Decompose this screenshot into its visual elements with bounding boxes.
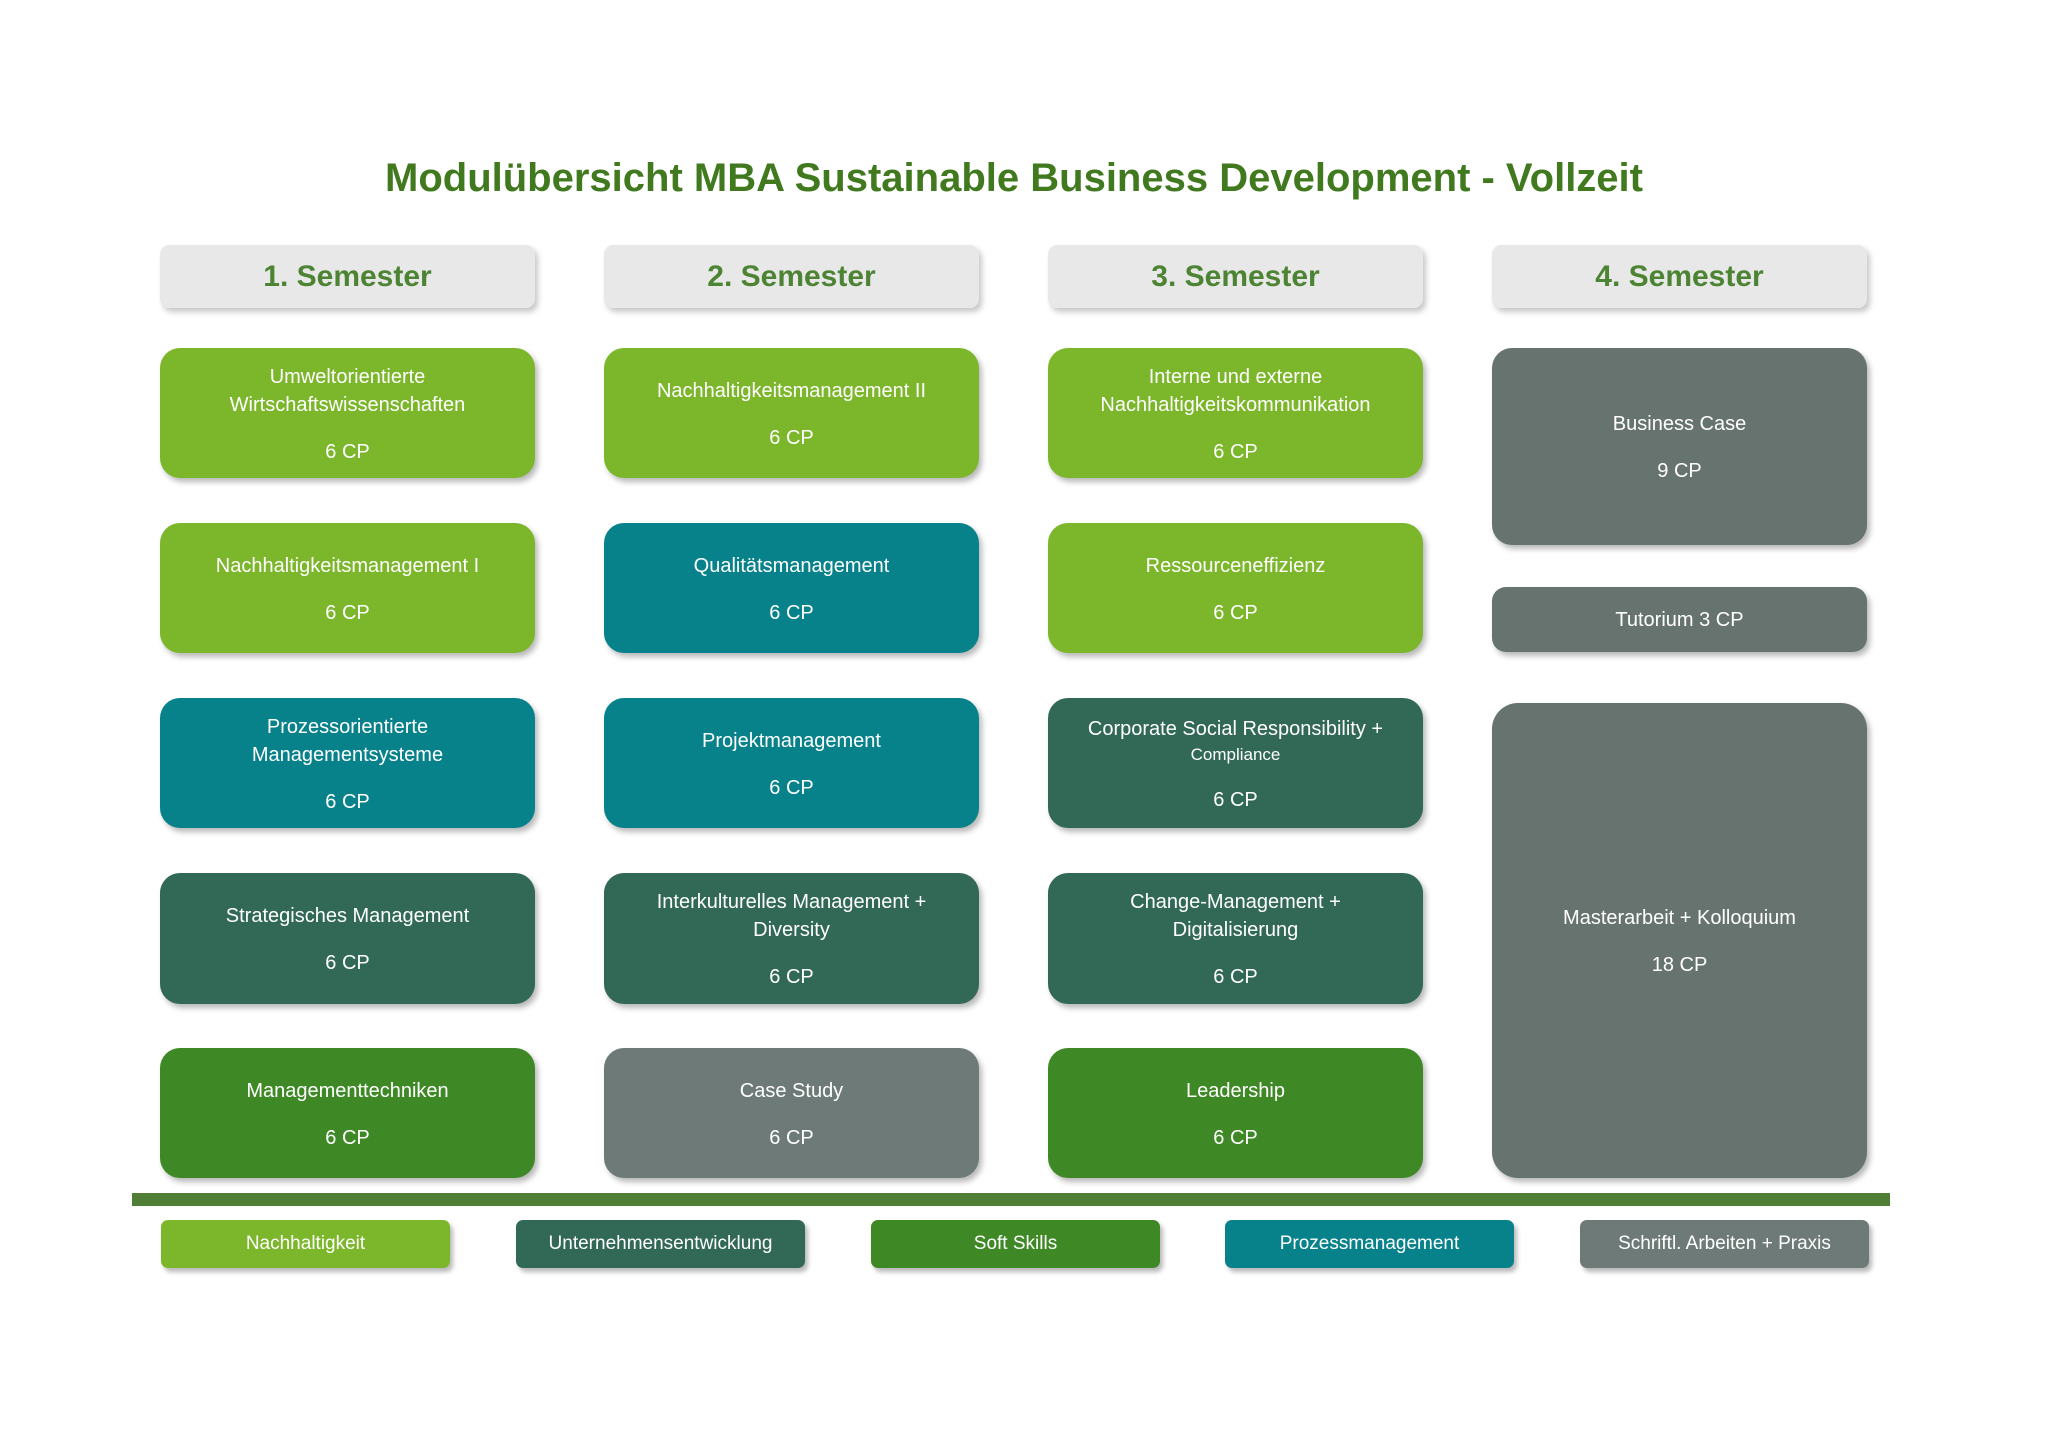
- legend-item-unternehmensentwicklung: Unternehmensentwicklung: [516, 1220, 805, 1268]
- legend-item-prozessmanagement: Prozessmanagement: [1225, 1220, 1514, 1268]
- module-credits: 6 CP: [325, 601, 370, 624]
- module-card: Qualitätsmanagement 6 CP: [604, 523, 979, 653]
- module-credits: 6 CP: [325, 1126, 370, 1149]
- module-card: Nachhaltigkeitsmanagement II 6 CP: [604, 348, 979, 478]
- module-credits: 6 CP: [769, 776, 814, 799]
- module-title: Qualitätsmanagement: [693, 554, 890, 577]
- legend-divider: [132, 1193, 1890, 1206]
- semester-header-4: 4. Semester: [1492, 245, 1867, 308]
- module-credits: 6 CP: [1213, 1126, 1258, 1149]
- module-credits: 6 CP: [769, 966, 814, 988]
- legend-item-nachhaltigkeit: Nachhaltigkeit: [161, 1220, 450, 1268]
- module-card: Umweltorientierte Wirtschaftswissenschaf…: [160, 348, 535, 478]
- module-credits: 6 CP: [1213, 601, 1258, 624]
- module-card: Interkulturelles Management + Diversity …: [604, 873, 979, 1004]
- module-title: Projektmanagement: [702, 729, 881, 752]
- module-credits: 6 CP: [325, 440, 370, 463]
- module-credits: 6 CP: [1213, 788, 1258, 811]
- module-card: Ressourceneffizienz 6 CP: [1048, 523, 1423, 653]
- module-title: Masterarbeit + Kolloquium: [1563, 907, 1796, 929]
- module-card: Nachhaltigkeitsmanagement I 6 CP: [160, 523, 535, 653]
- module-credits: 9 CP: [1657, 460, 1702, 482]
- module-card: Interne und externe Nachhaltigkeitskommu…: [1048, 348, 1423, 478]
- module-card: Managementtechniken 6 CP: [160, 1048, 535, 1178]
- module-title: Case Study: [739, 1079, 844, 1102]
- semester-header-1: 1. Semester: [160, 245, 535, 308]
- module-credits: 6 CP: [325, 952, 370, 974]
- module-title: Managementtechniken: [246, 1079, 449, 1102]
- module-credits: 6 CP: [769, 426, 814, 449]
- module-title: Umweltorientierte Wirtschaftswissenschaf…: [229, 365, 466, 416]
- module-title: Nachhaltigkeitsmanagement II: [656, 379, 927, 402]
- module-title: Leadership: [1186, 1079, 1285, 1102]
- module-title: Tutorium 3 CP: [1615, 608, 1744, 631]
- module-title: Prozessorientierte Managementsysteme: [251, 715, 444, 766]
- legend-item-schriftl-arbeiten-praxis: Schriftl. Arbeiten + Praxis: [1580, 1220, 1869, 1268]
- module-title: Nachhaltigkeitsmanagement I: [215, 554, 480, 577]
- module-card: Case Study 6 CP: [604, 1048, 979, 1178]
- page-title: Modulübersicht MBA Sustainable Business …: [385, 156, 1643, 200]
- module-title: Corporate Social Responsibility + Compli…: [1087, 717, 1384, 764]
- module-card: Leadership 6 CP: [1048, 1048, 1423, 1178]
- module-title: Change-Management + Digitalisierung: [1130, 891, 1341, 941]
- module-title: Business Case: [1612, 413, 1747, 435]
- module-title: Strategisches Management: [225, 905, 470, 927]
- legend-item-soft-skills: Soft Skills: [871, 1220, 1160, 1268]
- module-credits: 6 CP: [769, 1126, 814, 1149]
- module-title: Interkulturelles Management + Diversity: [656, 891, 927, 941]
- module-credits: 6 CP: [769, 601, 814, 624]
- module-card: Tutorium 3 CP: [1492, 587, 1867, 652]
- module-card: Business Case 9 CP: [1492, 348, 1867, 545]
- module-credits: 6 CP: [1213, 966, 1258, 988]
- module-card: Masterarbeit + Kolloquium 18 CP: [1492, 703, 1867, 1178]
- module-card: Strategisches Management 6 CP: [160, 873, 535, 1004]
- module-card: Change-Management + Digitalisierung 6 CP: [1048, 873, 1423, 1004]
- module-credits: 6 CP: [325, 790, 370, 813]
- module-credits: 6 CP: [1213, 440, 1258, 463]
- module-card: Corporate Social Responsibility + Compli…: [1048, 698, 1423, 828]
- semester-header-3: 3. Semester: [1048, 245, 1423, 308]
- semester-header-2: 2. Semester: [604, 245, 979, 308]
- module-title: Interne und externe Nachhaltigkeitskommu…: [1100, 365, 1371, 416]
- module-title: Ressourceneffizienz: [1145, 554, 1326, 577]
- module-credits: 18 CP: [1651, 954, 1708, 976]
- module-card: Prozessorientierte Managementsysteme 6 C…: [160, 698, 535, 828]
- module-card: Projektmanagement 6 CP: [604, 698, 979, 828]
